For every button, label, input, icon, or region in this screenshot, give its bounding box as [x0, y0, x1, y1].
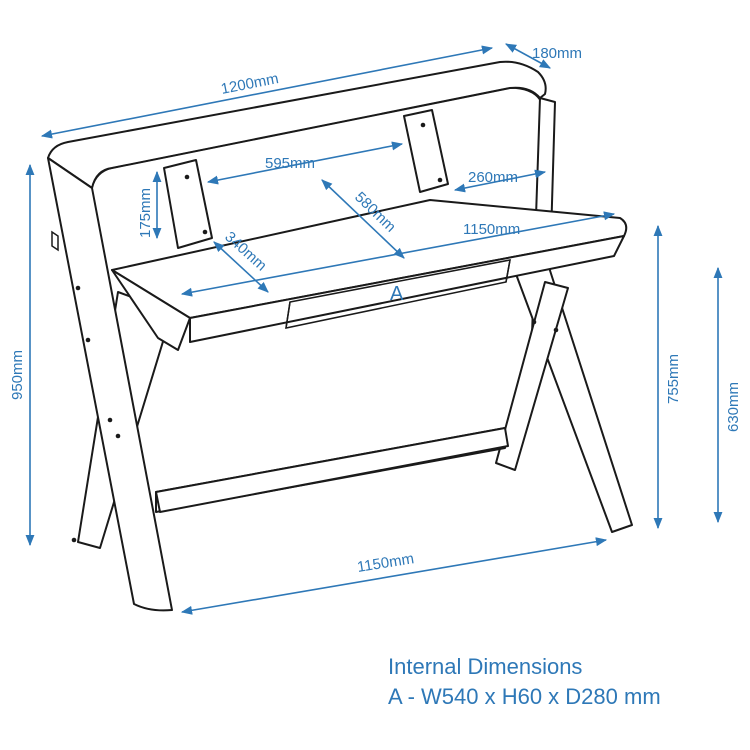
left-front-leg	[111, 269, 191, 351]
dimension-lines	[25, 43, 723, 615]
drawer-a-spec: A - W540 x H60 x D280 mm	[388, 684, 661, 709]
upright-height-label: 175mm	[137, 188, 154, 238]
shelf-upright-left	[163, 159, 213, 249]
desktop-width-label: 1150mm	[463, 221, 520, 238]
shelf-inner-width-label: 595mm	[265, 155, 315, 172]
shelf-clearance-depth-label: 260mm	[468, 169, 518, 186]
internal-dimensions-title: Internal Dimensions	[388, 654, 583, 679]
desk-height-label: 755mm	[665, 354, 682, 404]
left-side-panel	[47, 157, 173, 612]
shelf-depth-label: 180mm	[532, 45, 582, 62]
overall-height-label: 950mm	[9, 350, 26, 400]
desk-drawing	[47, 60, 633, 612]
knee-clearance-label: 630mm	[725, 382, 742, 432]
overall-width-label: 1200mm	[220, 70, 281, 98]
drawer-a-label: A	[390, 283, 404, 305]
front-stretcher	[155, 427, 509, 513]
base-width-label: 1150mm	[356, 550, 415, 576]
